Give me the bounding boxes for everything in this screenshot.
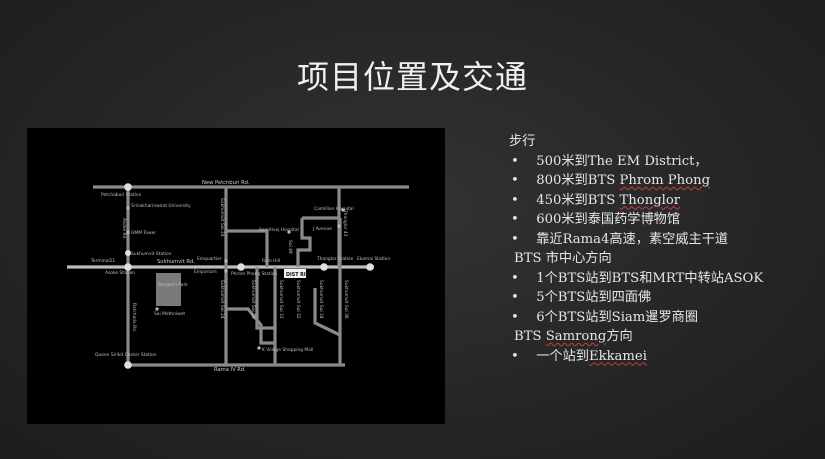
walk-heading: 步行 [509, 134, 536, 149]
label-ratchada: Ratchada Rd. [131, 303, 137, 332]
label-soi-31: Sukhumvit Soi 31 [278, 280, 284, 319]
poi-emporium [224, 269, 228, 273]
project-logo-text: DIST RIC [286, 272, 310, 278]
center-item: 5个BTS站到四面佛 [509, 288, 821, 308]
label-camillian-hospital: Camillian Hospital [314, 206, 354, 212]
walk-item-text: 450米到BTS [536, 192, 620, 208]
phrom-phong-marker [237, 263, 245, 271]
label-soi-34: Sukhumvit Soi 34 [318, 280, 324, 319]
walk-item: 500米到The EM District， [509, 152, 821, 172]
walk-item-text: 600米到泰国药学博物馆 [536, 212, 681, 227]
poi-j-avenue [337, 224, 341, 228]
label-soi-49: Soi 49 [287, 240, 293, 254]
label-terminal21: Terminal21 [90, 258, 115, 264]
road-phrom-phong-loop [226, 229, 269, 267]
thonglor-marker [320, 263, 328, 271]
label-soi-26: Sukhumvit Soi 26 [250, 280, 256, 319]
samrong-item-prefix: 一个站到 [536, 348, 589, 364]
poi-rain-hill [260, 265, 264, 269]
label-queen-sirikit: Queen Sirikit Center Station [95, 352, 157, 358]
center-item-text: 1个BTS站到BTS和MRT中转站ASOK [536, 270, 764, 286]
location-info: 步行 500米到The EM District， 800米到BTS Phrom … [509, 132, 821, 366]
benjasiri-park-label: Benjasiri Park [158, 282, 188, 288]
label-j-avenue: J Avenue [312, 226, 332, 232]
walk-item-text: 靠近Rama4高速，素空威主干道 [536, 231, 729, 247]
label-gmm-tower: GMM Tower [131, 230, 156, 236]
samrong-heading-prefix: BTS [514, 329, 546, 344]
sukhumvit-mrt-marker [125, 250, 131, 256]
label-sukhumvit-station: Sukhumvit Station [131, 251, 172, 257]
samrong-item: 一个站到Ekkamei [509, 347, 821, 367]
label-petchaburi-station: Petchaburi Station [101, 192, 142, 198]
location-map: Benjasiri Park DIST RIC [27, 128, 445, 424]
label-thonglor: Thonglor 43 [342, 209, 348, 237]
poi-emquartier [224, 259, 228, 263]
poi-gmm [126, 230, 130, 234]
label-soi-24-lower: Sukhumvit Soi 24 [219, 280, 225, 319]
label-soi-36: Sukhumvit Soi 36 [343, 280, 349, 319]
center-item: 1个BTS站到BTS和MRT中转站ASOK [509, 269, 821, 289]
label-thonglor-station: Thonglor Station [316, 256, 354, 262]
samrong-heading-suffix: 方向 [606, 329, 633, 344]
center-heading: BTS 市中心方向 [514, 251, 612, 266]
walk-item-text: 500米到The EM District， [536, 153, 708, 169]
label-rain-hill: Rain Hill [262, 258, 280, 264]
label-phrom-phong-station: Phrom Phong Station [231, 271, 277, 277]
center-item: 6个BTS站到Siam暹罗商圈 [509, 308, 821, 328]
road-soi-34 [313, 288, 341, 337]
walk-item: 600米到泰国药学博物馆 [509, 210, 821, 230]
walk-item-text: 800米到BTS [536, 173, 620, 188]
samrong-item-marked: Ekkamei [588, 348, 647, 364]
map-svg: Benjasiri Park DIST RIC [67, 180, 409, 373]
project-marker [284, 269, 306, 278]
station-markers [124, 183, 374, 369]
label-soi-methniwet: Soi Methniwet [154, 311, 185, 317]
label-samitivej-hospital: Samitivej Hospital [259, 227, 299, 233]
walk-item-marked: Thonglor [619, 192, 681, 208]
queen-sirikit-marker [124, 361, 132, 369]
samrong-heading: BTS Samrong方向 [509, 327, 821, 347]
label-sukhumvit: Sukhumvit Rd. [157, 259, 195, 265]
center-item-text: 5个BTS站到四面佛 [536, 290, 652, 305]
poi-methniwet [155, 307, 159, 311]
road-soi-methniwet [226, 307, 275, 345]
walk-item: 靠近Rama4高速，素空威主干道 [509, 230, 821, 250]
label-soi-32: Sukhumvit Soi 32 [295, 280, 301, 319]
label-asoke-station: Asoke Station [105, 270, 135, 276]
label-rama-iv: Rama IV Rd. [214, 367, 246, 373]
center-item-text: 6个BTS站到Siam暹罗商圈 [536, 309, 699, 325]
poi-dots [118, 206, 345, 350]
slide-title: 项目位置及交通 [296, 58, 528, 96]
label-asoke: Asoke Rd. [121, 218, 127, 240]
walk-item: 450米到BTS Thonglor [509, 191, 821, 211]
label-k-village: K Village Shopping Mall [262, 347, 313, 353]
samrong-heading-marked: Samrong [545, 329, 607, 344]
poi-terminal21 [118, 265, 122, 269]
poi-samitivej [287, 230, 291, 234]
petchaburi-marker [124, 183, 132, 191]
walk-item-marked: Phrom Phong [619, 173, 711, 188]
benjasiri-park [156, 273, 181, 306]
label-ekamai-station: Ekamai Station [357, 256, 390, 262]
label-srinakharinwirot: Srinakharinwirot University [131, 203, 191, 209]
label-emporium: Emporium [194, 269, 217, 275]
poi-camillian [341, 208, 345, 212]
poi-srinakharinwirot [126, 206, 130, 210]
label-soi-24-upper: Sukhumvit Soi 24 [219, 198, 225, 237]
road-rain-hill [255, 267, 275, 330]
label-emquartier: Emquartier [197, 256, 222, 262]
road-soi-49 [296, 218, 312, 267]
walk-item: 800米到BTS Phrom Phong [509, 171, 821, 191]
poi-k-village [257, 346, 261, 350]
label-new-petchburi: New Petchburi Rd. [202, 180, 250, 186]
ekamai-marker [366, 263, 374, 271]
asoke-bts-marker [124, 263, 132, 271]
